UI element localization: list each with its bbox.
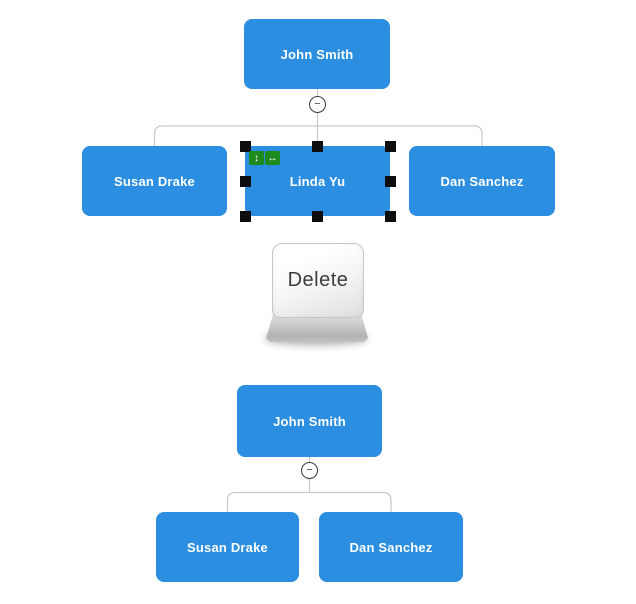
selection-handle-mid-right[interactable] — [384, 175, 396, 187]
delete-key-label: Delete — [287, 269, 349, 291]
node-susan-drake-before[interactable]: Susan Drake — [82, 146, 227, 216]
delete-key-side — [266, 314, 368, 342]
selection-handle-top-left[interactable] — [239, 140, 251, 152]
node-label: John Smith — [280, 46, 354, 62]
node-label: Dan Sanchez — [440, 173, 524, 189]
node-dan-sanchez-before[interactable]: Dan Sanchez — [409, 146, 555, 216]
horizontal-arrow-glyph: ↔ — [267, 152, 278, 164]
node-label: Susan Drake — [114, 173, 195, 189]
selection-handle-top-right[interactable] — [384, 140, 396, 152]
vertical-arrow-glyph: ↕ — [254, 152, 259, 164]
node-john-smith-before[interactable]: John Smith — [244, 19, 390, 89]
node-label: Linda Yu — [289, 173, 346, 189]
delete-key-image: Delete — [262, 238, 372, 350]
vertical-spacing-icon[interactable]: ↕ — [249, 151, 264, 165]
delete-key-cap: Delete — [272, 243, 364, 318]
horizontal-spacing-icon[interactable]: ↔ — [265, 151, 280, 165]
selection-handle-bottom-right[interactable] — [384, 210, 396, 222]
selection-handle-top-center[interactable] — [312, 140, 323, 152]
selection-handle-bottom-left[interactable] — [239, 210, 251, 222]
collapse-minus-icon[interactable]: − — [309, 95, 326, 113]
node-label: Dan Sanchez — [349, 539, 433, 555]
node-john-smith-after[interactable]: John Smith — [237, 385, 382, 457]
minus-glyph: − — [314, 97, 321, 110]
selection-handle-bottom-center[interactable] — [312, 210, 323, 222]
minus-glyph: − — [306, 463, 313, 476]
node-susan-drake-after[interactable]: Susan Drake — [156, 512, 299, 582]
node-label: John Smith — [273, 413, 346, 429]
node-dan-sanchez-after[interactable]: Dan Sanchez — [319, 512, 463, 582]
node-label: Susan Drake — [187, 539, 268, 555]
collapse-minus-icon[interactable]: − — [301, 461, 318, 479]
selection-handle-mid-left[interactable] — [239, 175, 251, 187]
